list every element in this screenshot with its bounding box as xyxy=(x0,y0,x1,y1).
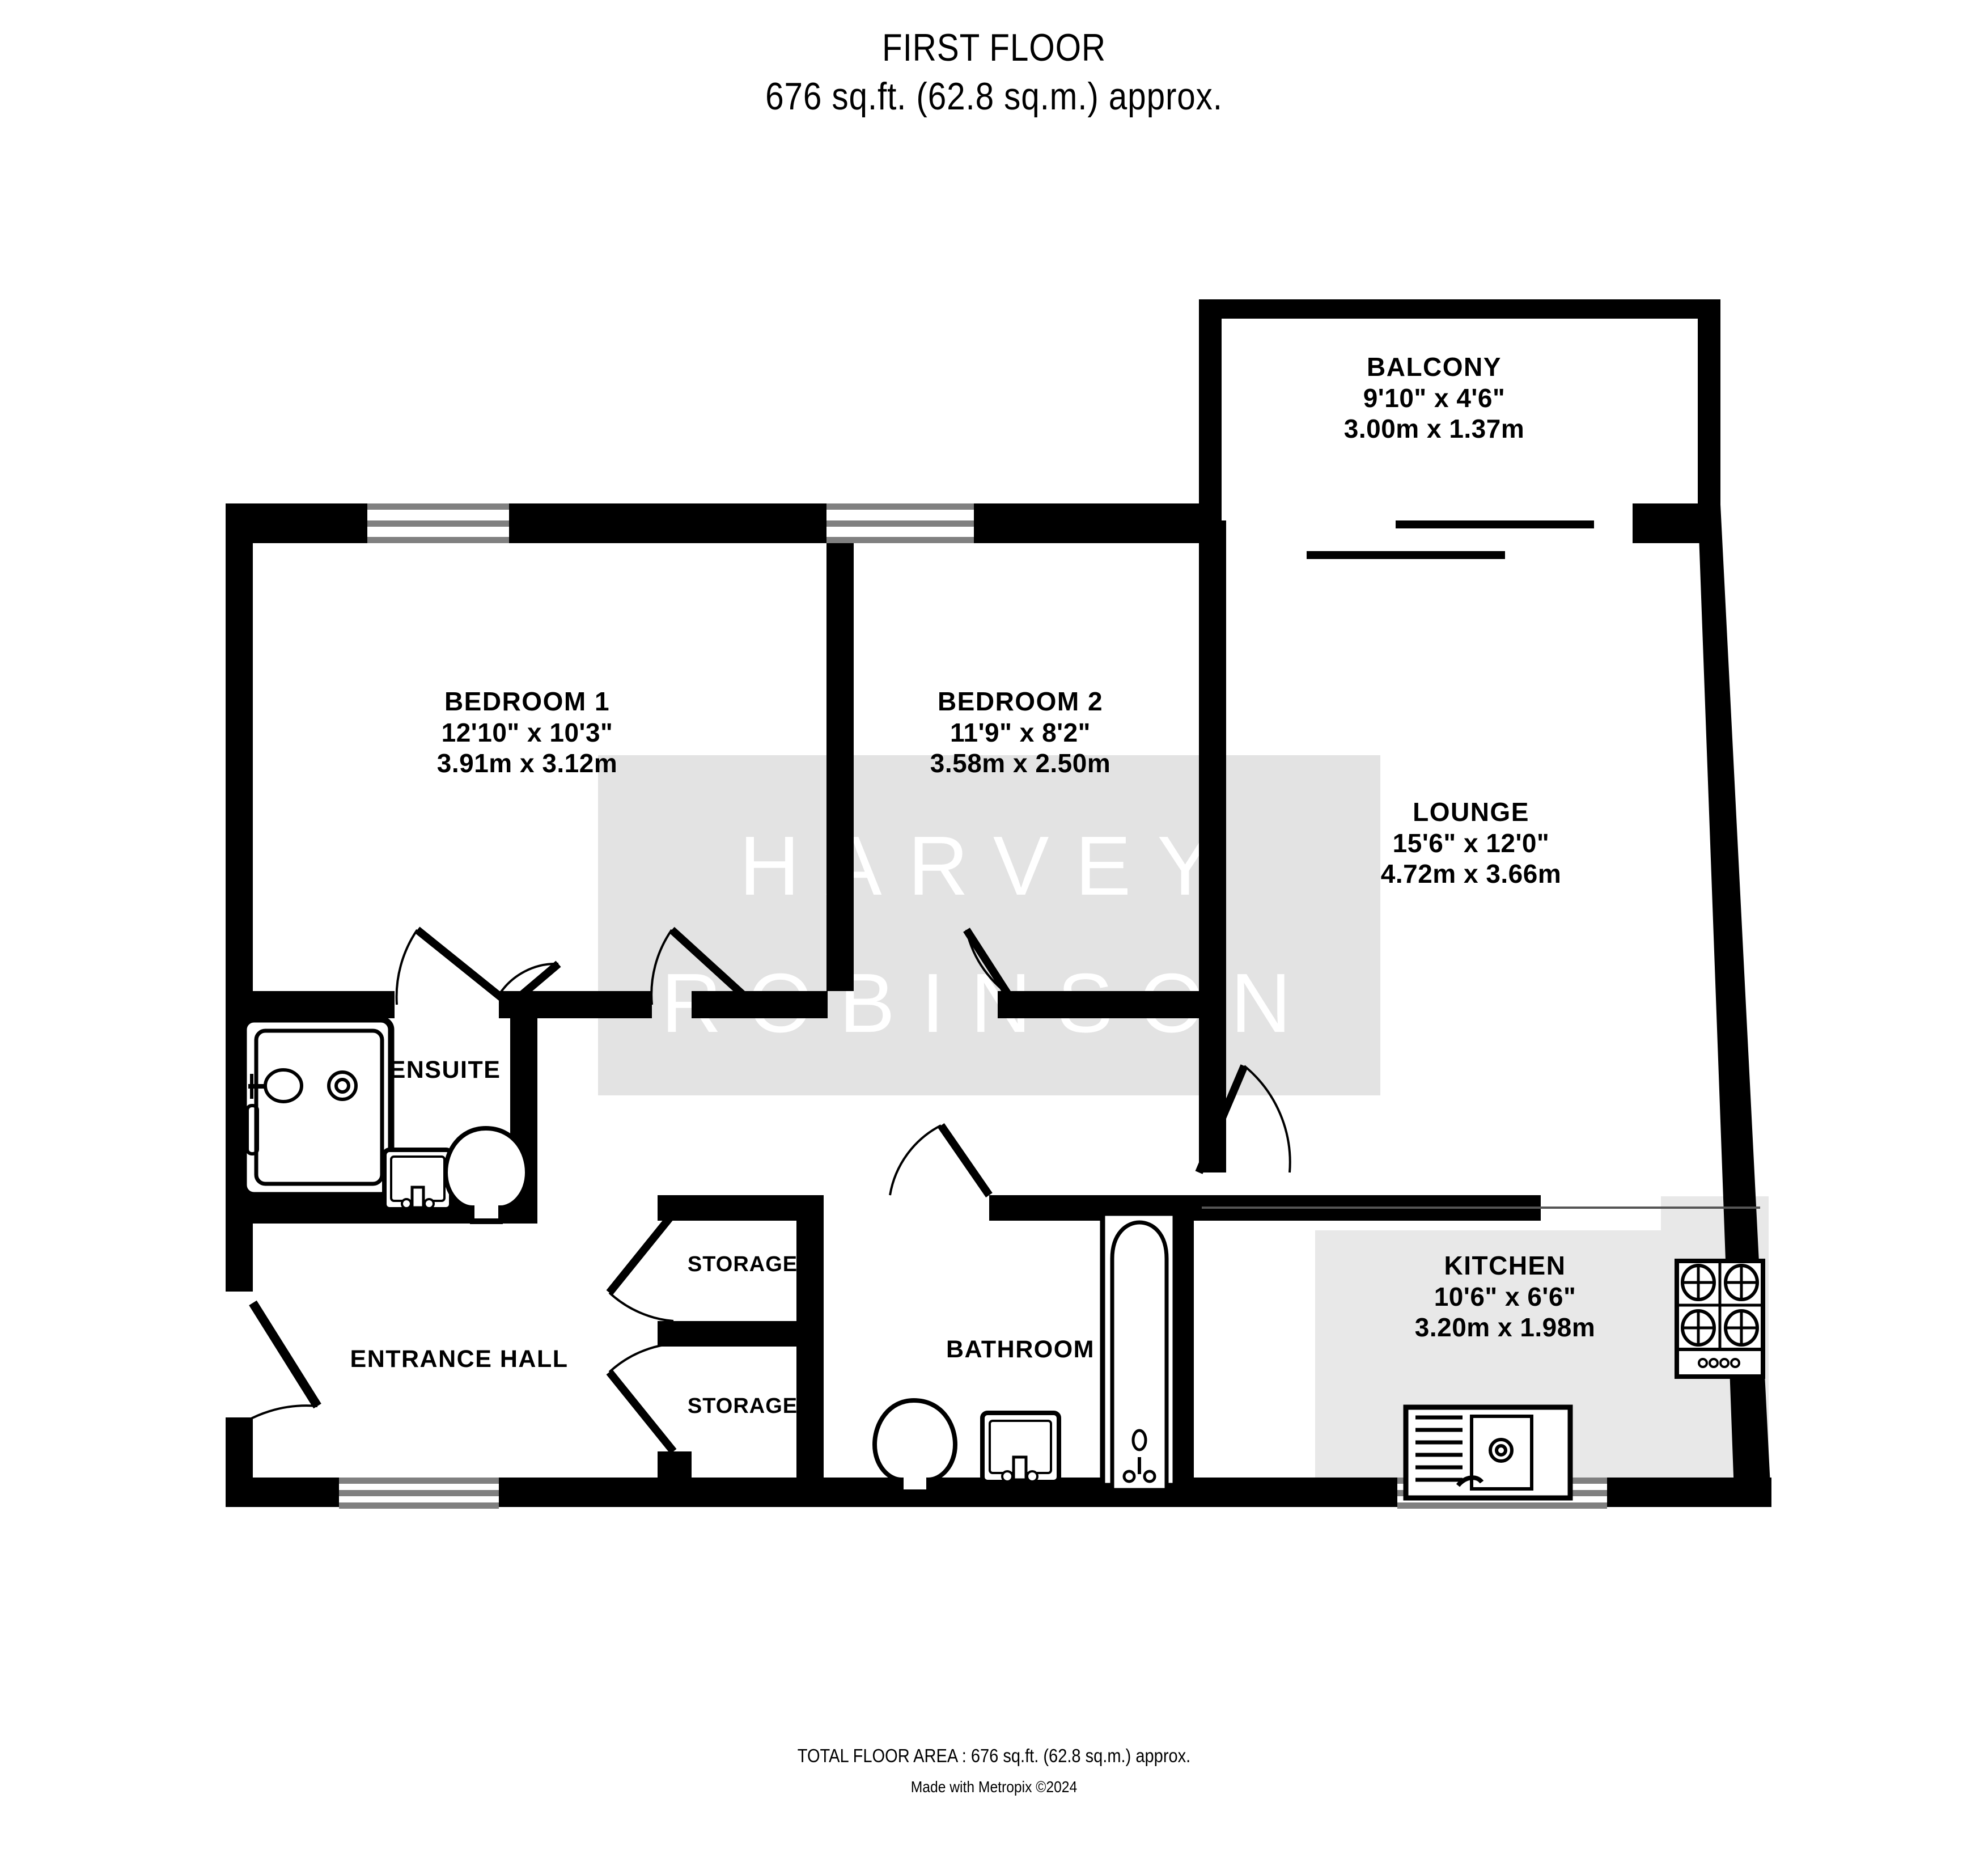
wall-ensuite-top xyxy=(253,991,395,1018)
wall-bedroom1-bedroom2 xyxy=(826,520,854,991)
wash-basin-icon-bathroom xyxy=(980,1411,1061,1484)
door-entrance-swing xyxy=(226,1404,318,1436)
wall-bedroom2-lounge xyxy=(1199,520,1226,1172)
wall-storage-bottom-stub xyxy=(658,1451,692,1485)
page-title: FIRST FLOOR xyxy=(881,26,1107,69)
shower-tray-icon xyxy=(240,1016,395,1199)
door-storage-lower-leaf xyxy=(606,1369,677,1454)
watermark: HARVEY ROBINSON xyxy=(598,755,1380,1095)
balcony-wall-left xyxy=(1199,299,1222,520)
door-bedroom-2-leaf xyxy=(669,926,757,1008)
bottom-wall-seg-2 xyxy=(499,1478,1397,1507)
bathtub-icon xyxy=(1100,1210,1178,1492)
balcony-wall-right xyxy=(1698,299,1720,520)
door-ensuite-leaf xyxy=(507,960,561,1008)
top-wall-seg-3 xyxy=(719,503,826,543)
plan-header: FIRST FLOOR 676 sq.ft. (62.8 sq.m.) appr… xyxy=(0,24,1988,121)
toilet-icon-bathroom xyxy=(872,1398,958,1495)
door-storage-lower-swing xyxy=(608,1343,674,1373)
door-ensuite-swing xyxy=(498,962,559,996)
sliding-door-balcony xyxy=(1307,520,1594,559)
door-bedroom-1-swing xyxy=(395,929,418,1005)
four-burner-hob-icon xyxy=(1675,1259,1765,1379)
door-lounge-swing xyxy=(1243,1065,1291,1173)
top-wall-seg-5 xyxy=(1087,503,1201,543)
wall-storage-mid xyxy=(658,1321,799,1347)
door-bedroom-2b-swing xyxy=(965,929,1027,1006)
wall-bedroom2-bottom xyxy=(692,991,828,1018)
door-bedroom-1-leaf xyxy=(414,926,513,1008)
top-wall-seg-4 xyxy=(974,503,1087,543)
doors xyxy=(226,926,1291,1454)
door-lounge-leaf xyxy=(1195,1064,1248,1174)
door-entrance-leaf xyxy=(249,1300,321,1409)
page-area-subtitle: 676 sq.ft. (62.8 sq.m.) approx. xyxy=(765,74,1223,118)
sink-with-drainer-icon xyxy=(1403,1404,1573,1501)
watermark-panel xyxy=(598,755,1380,1095)
wall-hall-bathroom xyxy=(796,1195,824,1485)
plan-footer: TOTAL FLOOR AREA : 676 sq.ft. (62.8 sq.m… xyxy=(0,1745,1988,1796)
window-entrance-hall xyxy=(339,1478,499,1509)
wall-storage-top xyxy=(658,1195,822,1221)
metropix-credit: Made with Metropix ©2024 xyxy=(910,1778,1078,1796)
bottom-wall-seg-1 xyxy=(226,1478,339,1507)
wash-basin-icon-ensuite xyxy=(382,1148,453,1212)
door-bathroom-swing xyxy=(889,1124,942,1196)
wall-bedroom2-bottom-b xyxy=(998,991,1202,1018)
top-wall-seg-2 xyxy=(509,503,719,543)
right-angled-wall xyxy=(1698,505,1771,1507)
total-floor-area-text: TOTAL FLOOR AREA : 676 sq.ft. (62.8 sq.m… xyxy=(797,1745,1191,1766)
watermark-line-1: HARVEY xyxy=(739,819,1239,913)
door-storage-upper-leaf xyxy=(606,1210,677,1296)
window-bedroom-1 xyxy=(367,503,509,543)
balcony-wall-top xyxy=(1199,299,1720,319)
door-bedroom-2-swing xyxy=(650,929,673,1005)
door-bathroom-leaf xyxy=(938,1123,993,1197)
toilet-icon-ensuite xyxy=(443,1125,530,1224)
window-bedroom-2 xyxy=(826,503,974,543)
door-storage-upper-swing xyxy=(608,1292,674,1322)
